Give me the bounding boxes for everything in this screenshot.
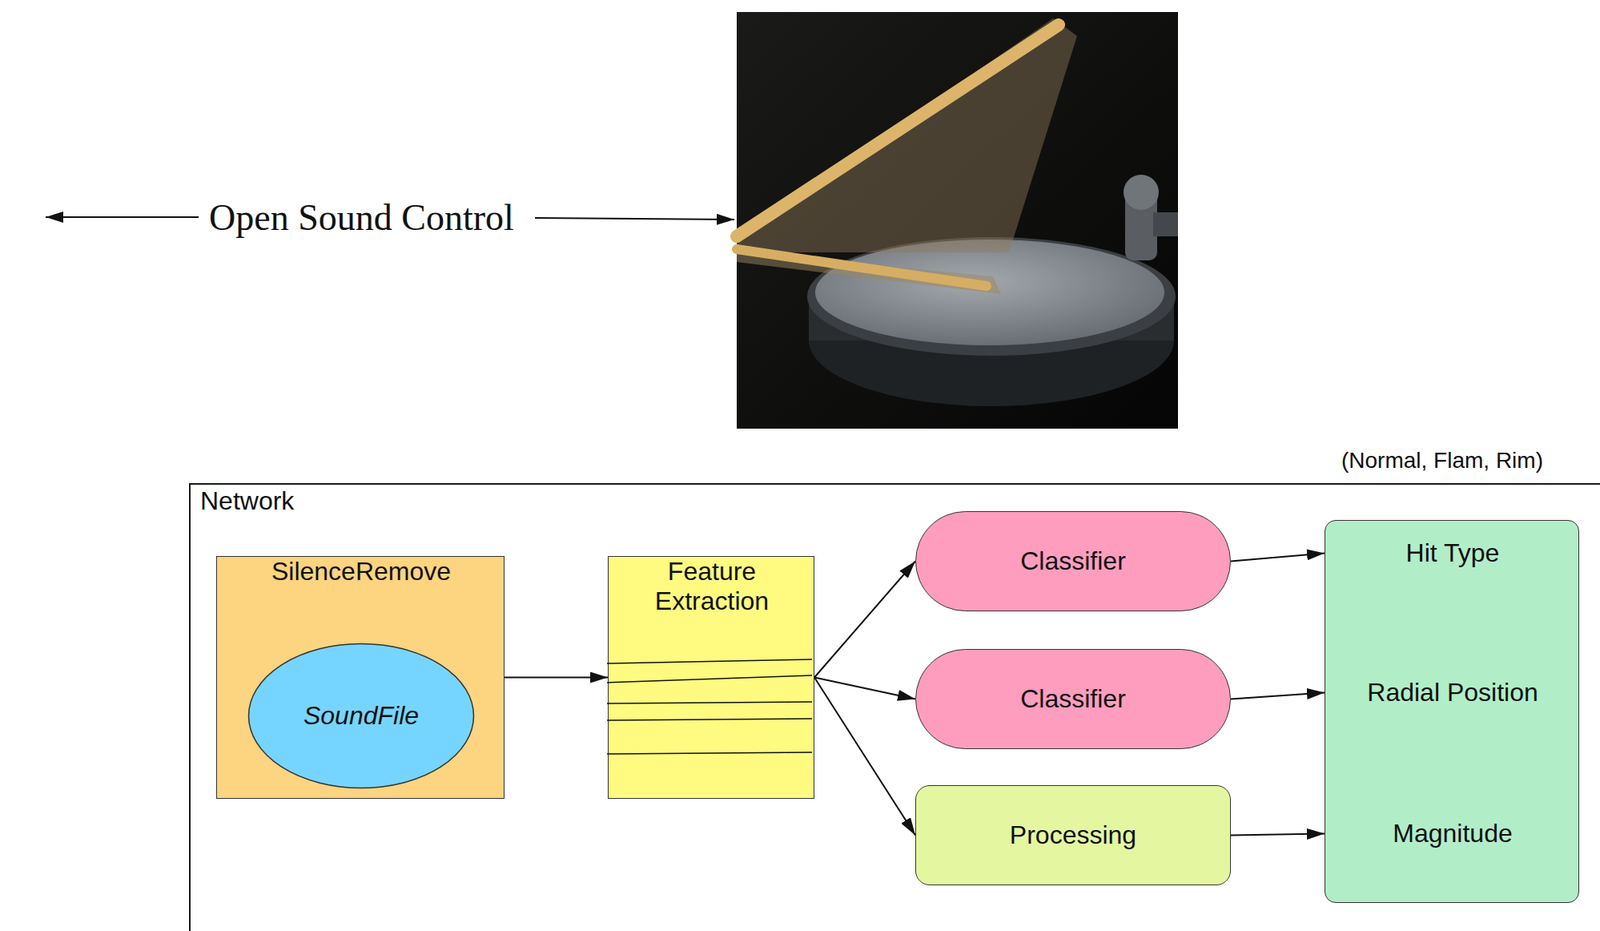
drum-stick [736,24,1059,237]
classifier-pill: Classifier [915,648,1231,749]
node-label: Classifier [1020,546,1126,576]
node-label: Magnitude [1334,818,1571,849]
flow-arrow [1230,553,1325,562]
ellipse-shape [249,643,475,788]
node-label: Hit Type [1334,538,1571,568]
flow-arrow [1230,692,1325,700]
feature-box: Feature Extraction [607,555,815,799]
module-box: SilenceRemoveSoundFile [216,555,505,799]
node-label: Feature Extraction [631,556,792,616]
flow-arrow [504,676,608,679]
drum-illustration [736,12,1178,429]
node-label: Classifier [1020,683,1126,714]
leader-arrow [534,217,735,220]
output-box: Hit TypeRadial PositionMagnitude [1324,519,1580,903]
node-label: Radial Position [1334,677,1571,708]
drum-pad-rim [807,237,1176,356]
leader-arrow [45,216,199,218]
flow-arrow [814,561,916,678]
node-label: SilenceRemove [226,556,496,587]
clamp-rod [1153,212,1178,237]
drum-stick [736,249,987,286]
classifier-pill: Classifier [915,510,1231,612]
class-note: (Normal, Flam, Rim) [1341,446,1544,475]
node-label: Network [200,486,294,516]
flow-arrow [1230,833,1325,836]
clamp-knob [1123,174,1159,210]
photo-background [736,12,1178,429]
processing-box: Processing [915,784,1231,885]
node-label: SoundFile [303,700,419,731]
network-frame: NetworkSilenceRemoveSoundFile Feature Ext… [188,482,1600,931]
sound-file-ellipse: SoundFile [247,642,475,789]
node-label: Processing [1009,820,1137,850]
motion-blur [736,18,1078,253]
flow-arrow [814,677,916,700]
flow-arrow [814,677,916,836]
protocol-label: Open Sound Control [209,197,515,238]
